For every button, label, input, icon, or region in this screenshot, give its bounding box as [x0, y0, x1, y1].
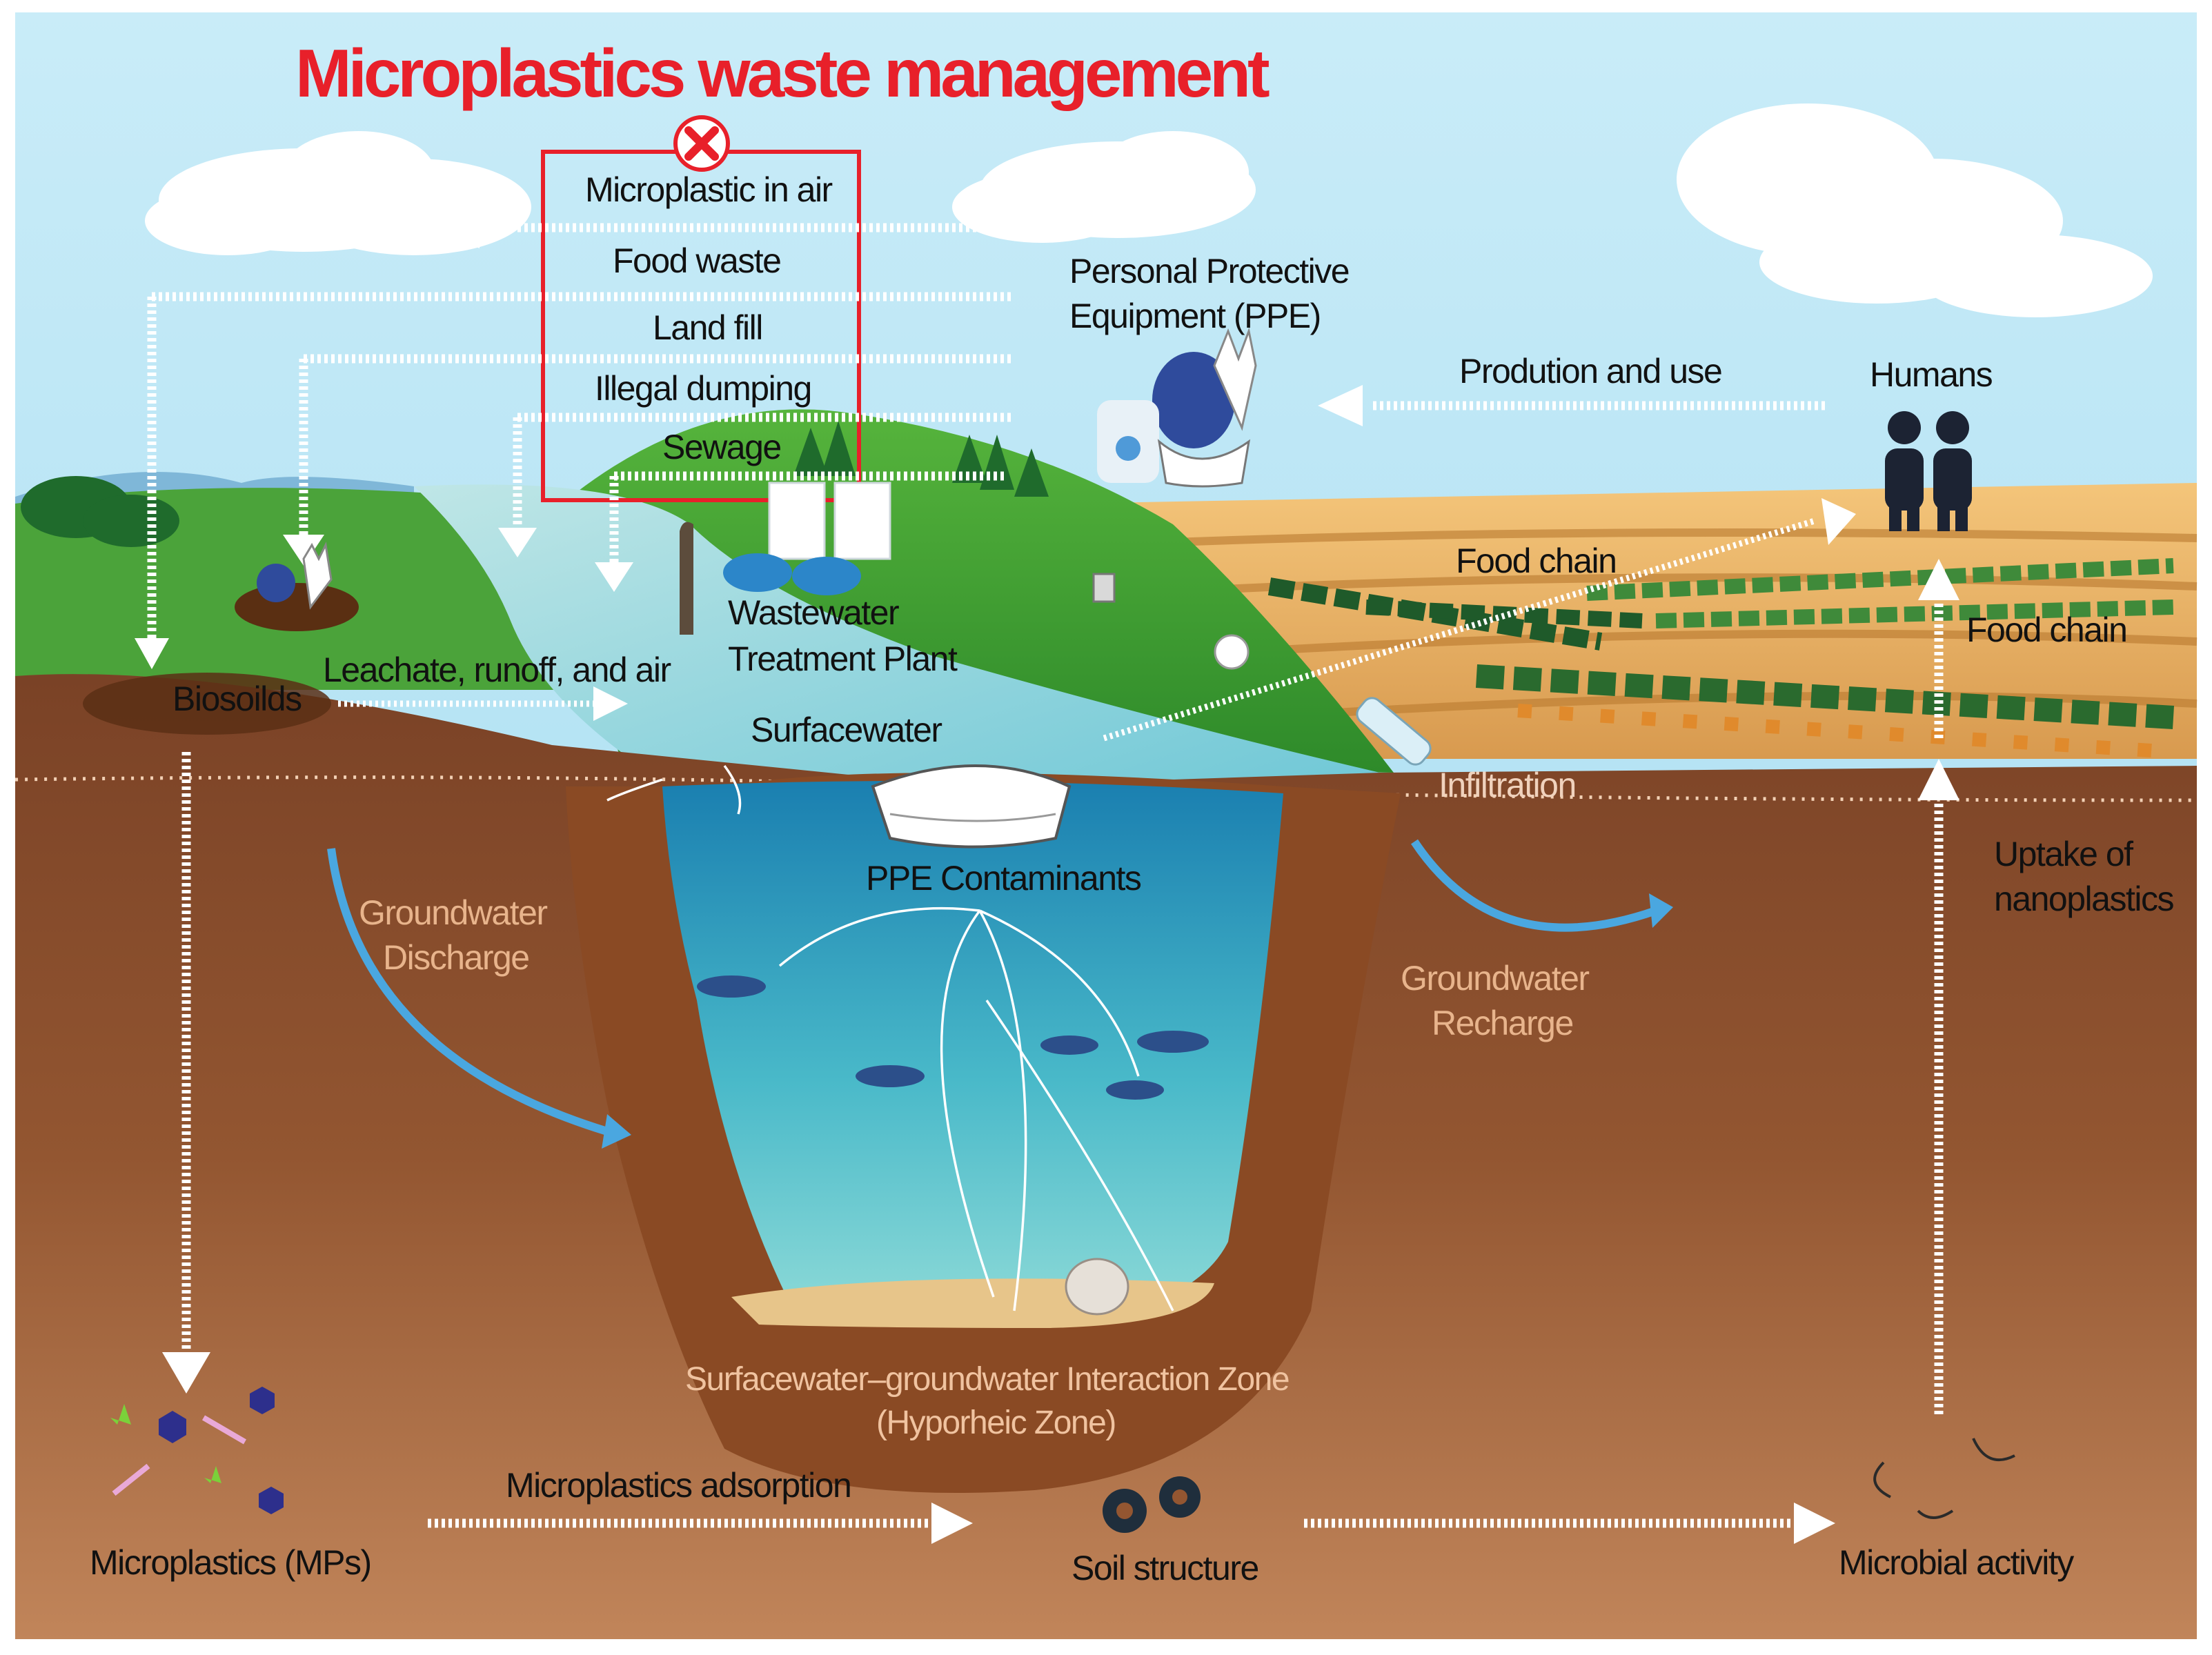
soil-structure-gears-icon	[1103, 1476, 1201, 1533]
biosolids-label: Biosoilds	[172, 680, 302, 718]
page-title: Microplastics waste management	[295, 35, 1270, 111]
humans-icon	[1885, 411, 1972, 531]
soil-structure-label: Soil structure	[1072, 1549, 1258, 1587]
gw-discharge-line1: Groundwater	[359, 893, 547, 932]
microplastic-particles-icon	[110, 1387, 284, 1514]
cloud-right	[1677, 103, 2153, 317]
wastewater-plant-icon	[680, 482, 891, 635]
humans-label: Humans	[1870, 355, 1993, 394]
current-curves	[606, 764, 1174, 1311]
river	[414, 484, 1380, 800]
face-mask-icon	[871, 764, 1072, 849]
microbial-activity-label: Microbial activity	[1839, 1543, 2074, 1582]
leachate-label: Leachate, runoff, and air	[323, 651, 671, 689]
field-stripes	[1103, 528, 2198, 722]
water-body	[662, 781, 1283, 1325]
wwtp-label-line2: Treatment Plant	[728, 640, 958, 678]
gw-recharge-line1: Groundwater	[1401, 959, 1589, 998]
crop-rows	[1267, 558, 2175, 759]
gw-discharge-line2: Discharge	[383, 938, 529, 977]
groundwater-arrows	[327, 839, 1673, 1149]
shell-icon	[1065, 1258, 1129, 1316]
plastic-debris-icon	[1092, 573, 1432, 766]
ppe-contaminants-label: PPE Contaminants	[866, 859, 1141, 898]
close-icon	[673, 115, 730, 172]
ppe-label-line1: Personal Protective	[1069, 252, 1349, 290]
uptake-label-line1: Uptake of	[1994, 835, 2133, 873]
flow-arrows-underground	[162, 498, 1959, 1544]
biosolids-layer	[83, 673, 331, 735]
gw-recharge-line2: Recharge	[1432, 1004, 1573, 1042]
microbe-icon	[1873, 1438, 2015, 1519]
source-landfill: Land fill	[653, 308, 762, 347]
microplastics-label: Microplastics (MPs)	[90, 1543, 371, 1582]
source-air: Microplastic in air	[585, 170, 833, 209]
hyporheic-label-line1: Surfacewater–groundwater Interaction Zon…	[685, 1361, 1289, 1398]
source-sewage: Sewage	[662, 428, 781, 466]
mp-adsorption-label: Microplastics adsorption	[506, 1466, 851, 1505]
wwtp-label-line1: Wastewater	[728, 593, 899, 632]
source-food-waste: Food waste	[613, 241, 780, 280]
water-table-line	[14, 775, 2198, 802]
fish-group	[697, 975, 1209, 1100]
uptake-label-line2: nanoplastics	[1994, 880, 2173, 918]
biosolids-pile	[235, 542, 359, 631]
food-chain-label-1: Food chain	[1456, 542, 1616, 580]
ppe-icon	[1097, 327, 1257, 488]
production-label: Prodution and use	[1459, 352, 1721, 390]
ppe-label-line2: Equipment (PPE)	[1069, 297, 1321, 335]
food-chain-label-2: Food chain	[1966, 611, 2126, 649]
surfacewater-label: Surfacewater	[751, 711, 942, 749]
flow-arrows-top	[135, 207, 1828, 669]
source-illegal-dumping: Illegal dumping	[595, 369, 811, 408]
infiltration-label: Infiltration	[1439, 766, 1576, 804]
hyporheic-label-line2: (Hyporheic Zone)	[876, 1405, 1116, 1441]
